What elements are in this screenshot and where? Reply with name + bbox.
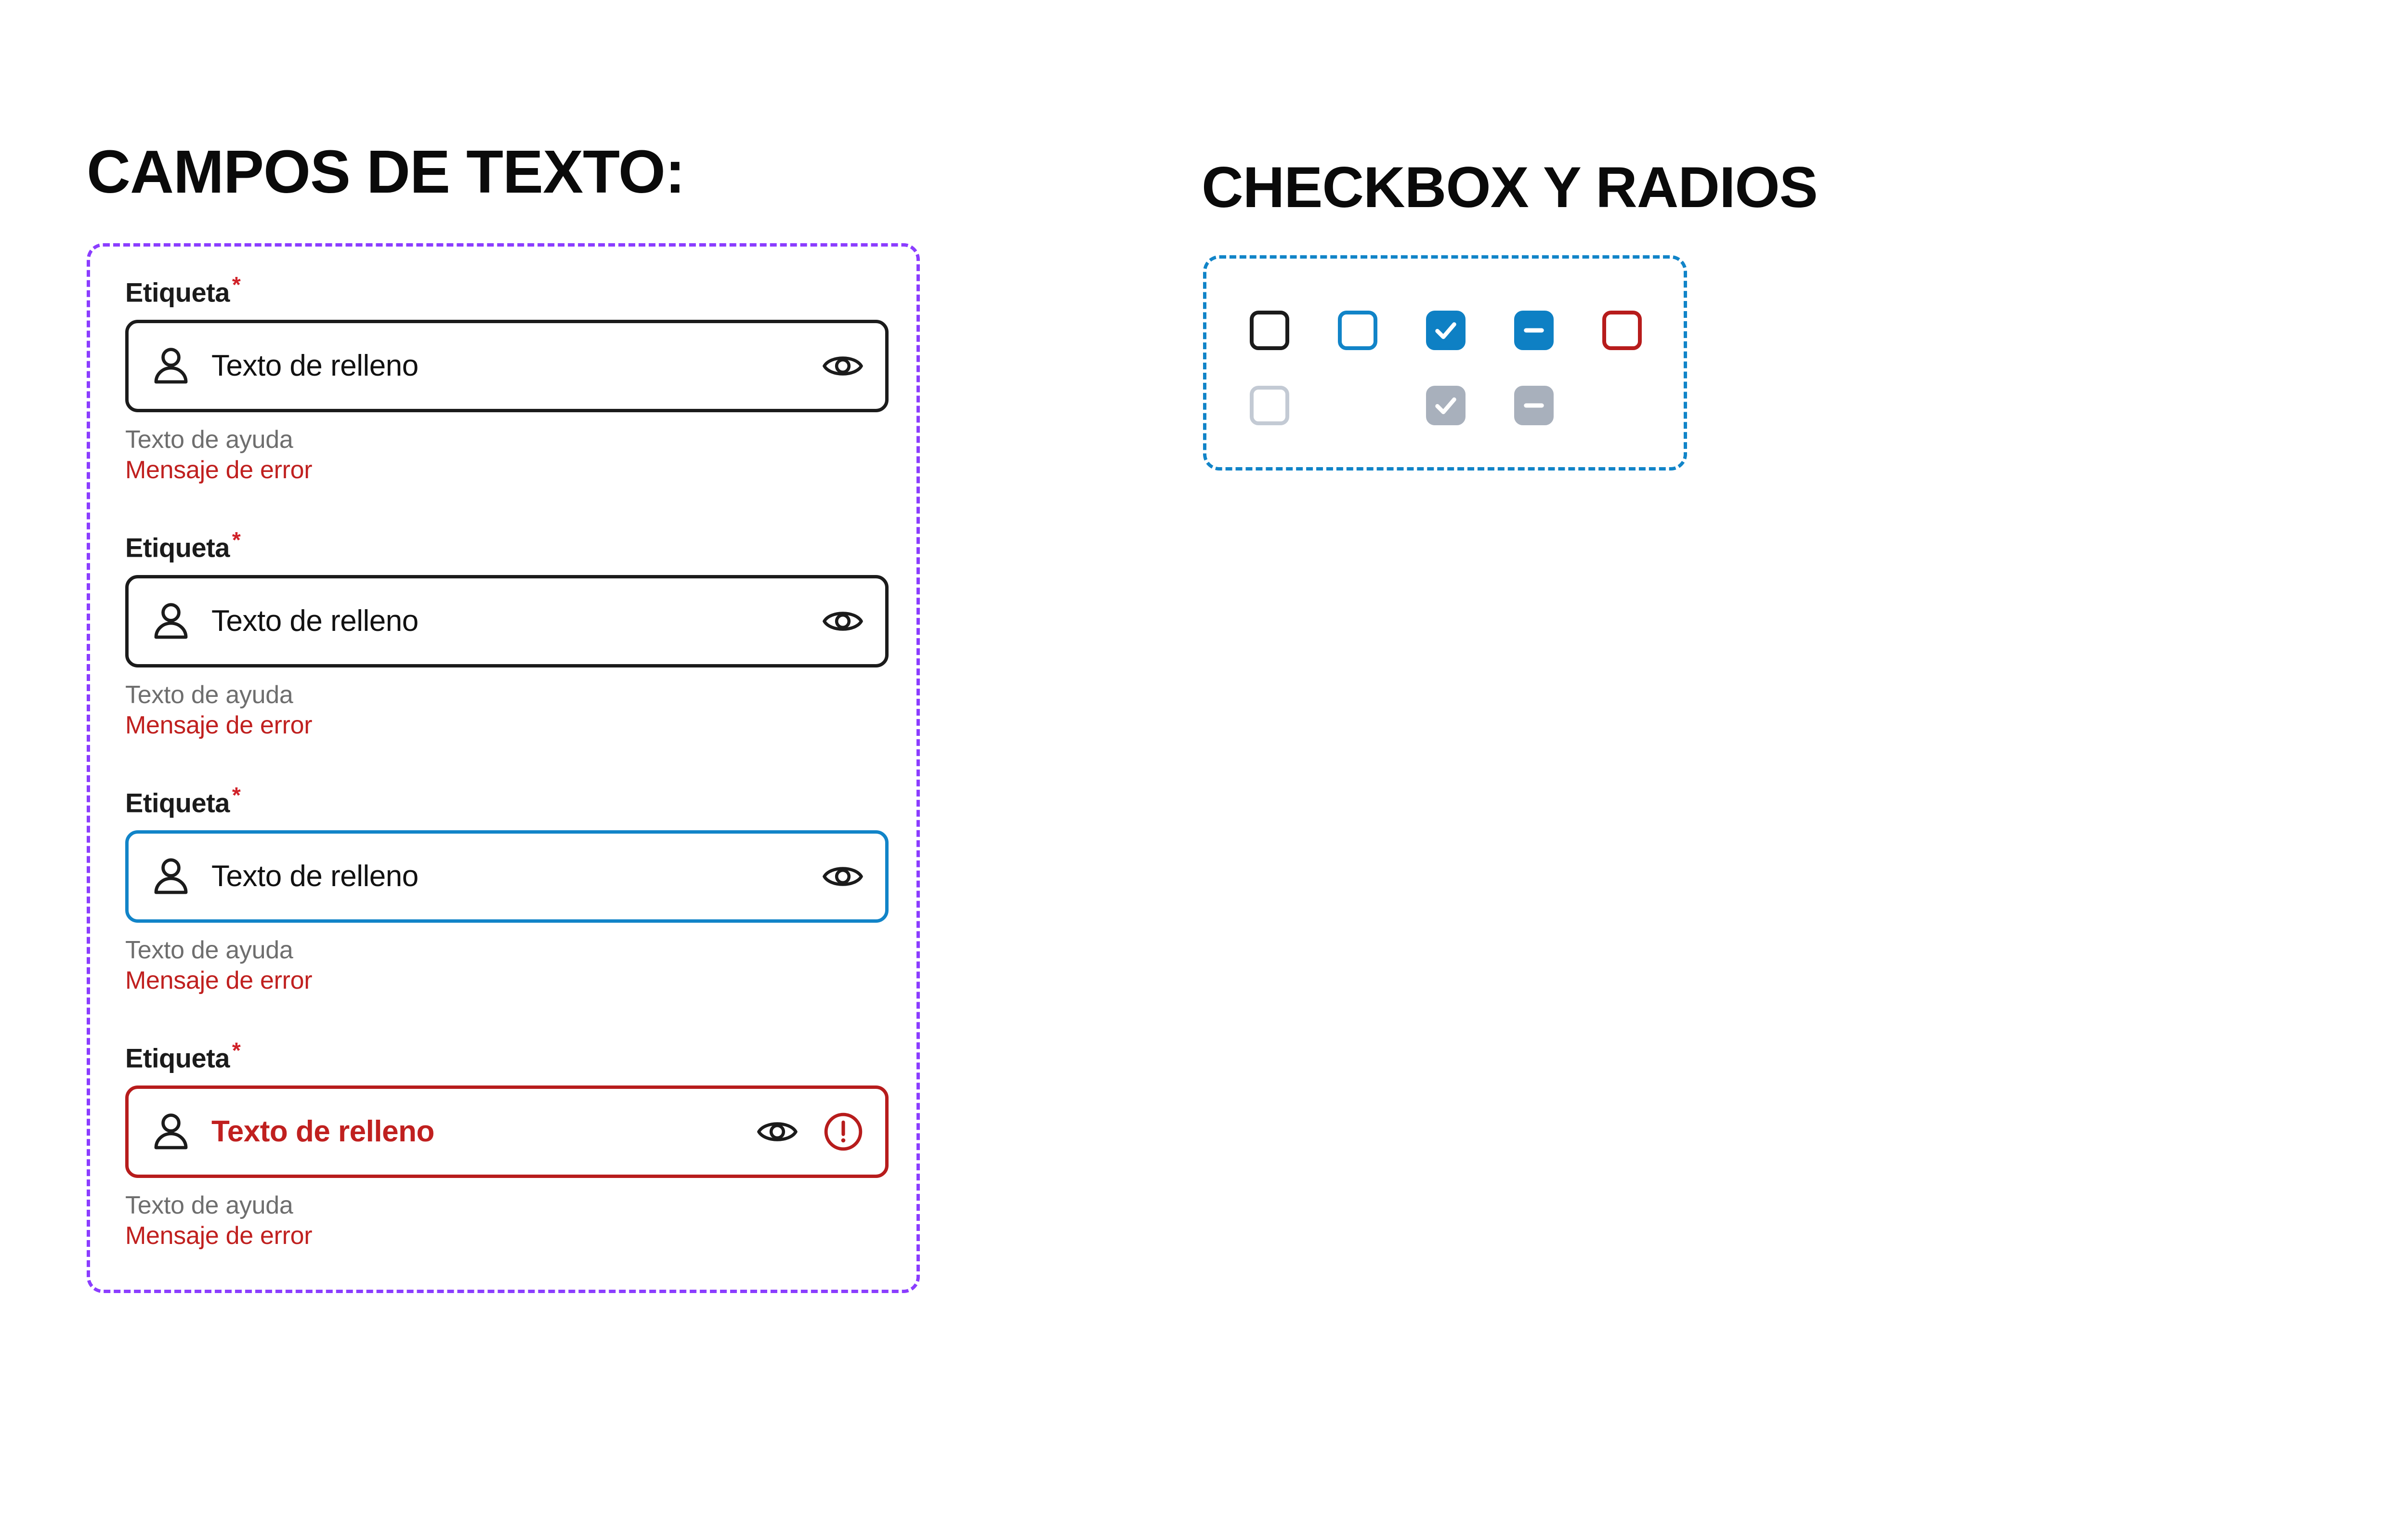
checkbox-cell [1250, 386, 1338, 425]
text-fields-dashed-container [87, 243, 920, 1293]
text-field-group-focus: Etiqueta* Texto de relleno Texto de ayud… [125, 784, 891, 996]
field-label: Etiqueta* [125, 529, 891, 562]
checkbox-radios-dashed-container [1203, 255, 1687, 471]
trailing-icon-group [822, 345, 864, 387]
alert-circle-icon [824, 1112, 863, 1151]
helper-text: Texto de ayuda [125, 680, 293, 709]
person-icon [154, 347, 188, 384]
field-label-text: Etiqueta [125, 277, 230, 308]
checkbox-cell [1514, 386, 1602, 425]
checkbox-cell [1426, 386, 1514, 425]
error-message: Mensaje de error [125, 1222, 313, 1250]
trailing-icon-group [756, 1111, 864, 1153]
text-input-default[interactable]: Texto de relleno [125, 319, 889, 412]
eye-icon[interactable] [822, 345, 864, 387]
checkbox-checked[interactable] [1426, 311, 1466, 350]
checkbox-cell [1338, 311, 1426, 350]
text-input-value: Texto de relleno [211, 349, 419, 383]
check-icon [1435, 322, 1456, 339]
eye-icon[interactable] [822, 600, 864, 642]
text-input-value: Texto de relleno [211, 1115, 434, 1149]
field-label-text: Etiqueta [125, 1043, 230, 1073]
checkbox-disabled-unchecked [1250, 386, 1289, 425]
person-icon [154, 602, 188, 639]
text-field-group-default-2: Etiqueta* Texto de relleno Texto de ayud… [125, 529, 891, 741]
dash-icon [1524, 328, 1544, 333]
error-message: Mensaje de error [125, 967, 313, 995]
helper-text: Texto de ayuda [125, 1191, 293, 1219]
person-icon [154, 1113, 188, 1150]
field-label: Etiqueta* [125, 274, 891, 306]
helper-text: Texto de ayuda [125, 936, 293, 964]
required-asterisk: * [232, 272, 241, 297]
checkbox-row-enabled [1250, 303, 1690, 357]
checkbox-indeterminate[interactable] [1514, 311, 1554, 350]
checkbox-disabled-indeterminate [1514, 386, 1554, 425]
checkbox-row-disabled [1250, 379, 1690, 432]
text-fields-section-title: CAMPOS DE TEXTO: [87, 138, 685, 206]
check-icon [1435, 397, 1456, 414]
checkbox-unchecked[interactable] [1250, 311, 1289, 350]
required-asterisk: * [232, 1038, 241, 1063]
text-input-default-2[interactable]: Texto de relleno [125, 575, 889, 667]
checkbox-grid [1250, 303, 1690, 432]
field-label: Etiqueta* [125, 784, 891, 817]
checkbox-unchecked-focus[interactable] [1338, 311, 1377, 350]
field-label-text: Etiqueta [125, 787, 230, 818]
text-input-value: Texto de relleno [211, 604, 419, 638]
field-label: Etiqueta* [125, 1039, 891, 1072]
checkbox-radios-section-title: CHECKBOX Y RADIOS [1202, 155, 1818, 220]
checkbox-cell [1514, 311, 1602, 350]
text-field-group-default: Etiqueta* Texto de relleno Texto de ayud… [125, 274, 891, 486]
required-asterisk: * [232, 783, 241, 808]
trailing-icon-group [822, 600, 864, 642]
dash-icon [1524, 403, 1544, 408]
error-message: Mensaje de error [125, 711, 313, 740]
error-message: Mensaje de error [125, 456, 313, 484]
checkbox-cell [1426, 311, 1514, 350]
person-icon [154, 858, 188, 894]
text-field-group-error: Etiqueta* Texto de relleno Texto de ay [125, 1039, 891, 1252]
checkbox-disabled-checked [1426, 386, 1466, 425]
checkbox-error[interactable] [1602, 311, 1642, 350]
required-asterisk: * [232, 527, 241, 552]
eye-icon[interactable] [756, 1111, 798, 1153]
eye-icon[interactable] [822, 855, 864, 898]
text-input-focused[interactable]: Texto de relleno [125, 830, 889, 923]
text-input-error[interactable]: Texto de relleno [125, 1085, 889, 1178]
checkbox-cell [1250, 311, 1338, 350]
checkbox-cell [1602, 311, 1690, 350]
trailing-icon-group [822, 855, 864, 898]
helper-text: Texto de ayuda [125, 425, 293, 454]
text-input-value: Texto de relleno [211, 860, 419, 893]
field-label-text: Etiqueta [125, 532, 230, 563]
